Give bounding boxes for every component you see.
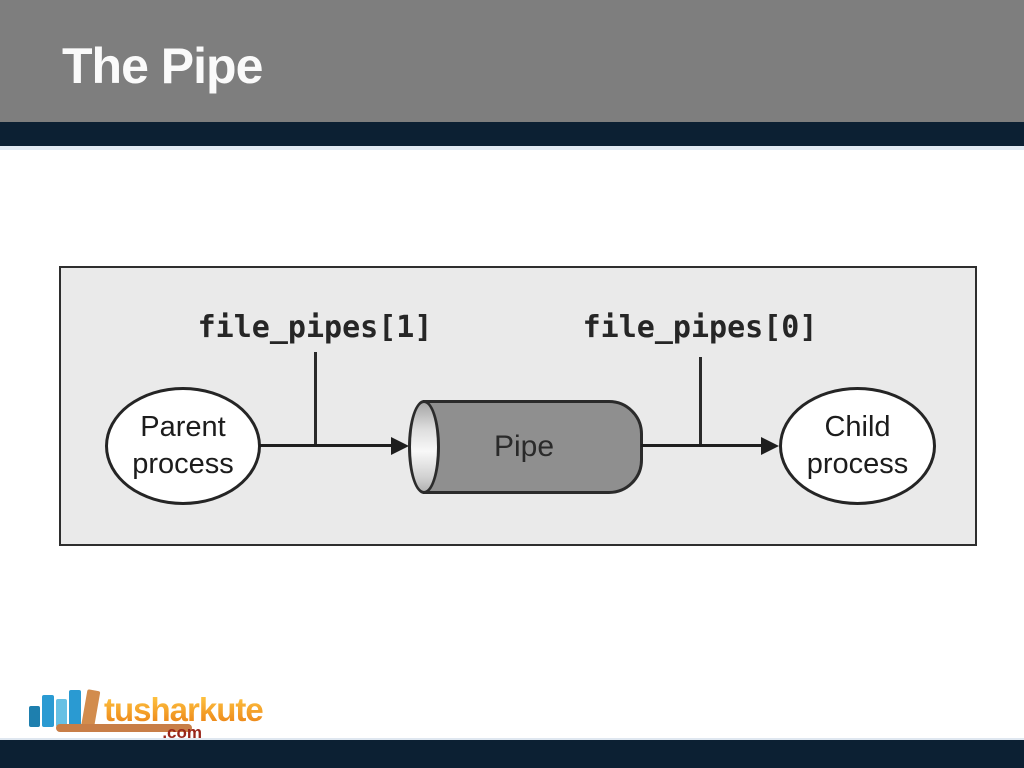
logo-tld: .com bbox=[162, 723, 202, 742]
pipe-cylinder: Pipe bbox=[423, 400, 643, 494]
parent-to-pipe-arrow-shaft bbox=[259, 444, 393, 447]
pipe-label: Pipe bbox=[493, 430, 555, 463]
page-title: The Pipe bbox=[62, 38, 263, 94]
parent-process-label-line1: Parent bbox=[140, 411, 226, 443]
child-process-node: Child process bbox=[779, 387, 936, 505]
write-fd-label: file_pipes[1] bbox=[197, 310, 433, 345]
parent-process-label-line2: process bbox=[132, 448, 234, 480]
parent-to-pipe-arrowhead-icon bbox=[391, 437, 409, 455]
books-bar-icon bbox=[69, 690, 81, 727]
pipe-cylinder-end-cap bbox=[408, 400, 440, 494]
footer-accent-stripe bbox=[0, 740, 1024, 768]
logo-text: tusharkute bbox=[104, 691, 264, 728]
child-process-label-line2: process bbox=[806, 448, 909, 480]
books-bar-icon bbox=[56, 699, 67, 727]
books-bar-icon bbox=[29, 706, 40, 727]
child-process-label-line1: Child bbox=[824, 411, 891, 443]
header-accent-highlight bbox=[0, 146, 1024, 150]
books-bar-icon bbox=[42, 695, 54, 727]
read-fd-connector-line bbox=[699, 357, 702, 445]
header-accent-stripe bbox=[0, 122, 1024, 146]
pipe-to-child-arrow-shaft bbox=[641, 444, 763, 447]
read-fd-label: file_pipes[0] bbox=[582, 310, 818, 345]
write-fd-connector-line bbox=[314, 352, 317, 445]
footer-accent-highlight bbox=[0, 738, 1024, 740]
header-bar: The Pipe bbox=[0, 0, 1024, 122]
pipe-to-child-arrowhead-icon bbox=[761, 437, 779, 455]
parent-process-node: Parent process bbox=[105, 387, 261, 505]
pipe-diagram-panel: file_pipes[1] file_pipes[0] Parent proce… bbox=[59, 266, 977, 546]
logo-shelf-icon bbox=[56, 724, 192, 732]
